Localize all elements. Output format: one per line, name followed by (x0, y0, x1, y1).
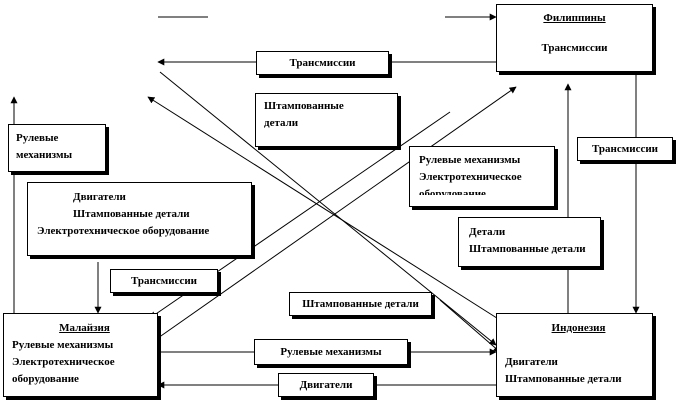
label-text: Двигатели (73, 191, 126, 203)
label-text: Штампованные детали (302, 298, 419, 310)
malaysia-title: Малайзия (59, 322, 110, 334)
label-steering-left: Рулевые механизмы (8, 124, 106, 172)
label-transmissions-right: Трансмиссии (577, 137, 673, 161)
label-parts-stamped: Детали Штампованные детали (458, 217, 601, 267)
label-text: Штампованные детали (73, 208, 190, 220)
label-text: Штампованные (264, 100, 344, 112)
label-text: Рулевые механизмы (280, 346, 382, 358)
label-text: Рулевые механизмы (419, 154, 521, 166)
label-text: Трансмиссии (591, 143, 659, 155)
label-text: Детали (469, 226, 506, 238)
malaysia-line: оборудование (12, 373, 79, 385)
label-text: оборудование (419, 188, 486, 195)
label-steering-electrical: Рулевые механизмы Электротехническое обо… (409, 146, 555, 207)
indonesia-title: Индонезия (551, 322, 606, 334)
label-steering-bottom: Рулевые механизмы (254, 339, 408, 365)
philippines-title: Филиппины (543, 12, 606, 24)
malaysia-line: Рулевые механизмы (12, 339, 114, 351)
label-text: Электротехническое (419, 171, 522, 183)
label-text: детали (264, 117, 299, 129)
label-engines-stamped-electrical: Двигатели Штампованные детали Электротех… (27, 182, 252, 256)
arrow-stamped-to-indonesia (439, 299, 501, 353)
label-text: Штампованные детали (469, 243, 586, 255)
label-stamped-bottom: Штампованные детали (289, 292, 432, 316)
malaysia-node: Малайзия Рулевые механизмы Электротехнич… (3, 313, 158, 397)
label-text: Рулевые (16, 132, 59, 144)
label-text: механизмы (16, 149, 73, 161)
diag-malaysia-to-philippines (157, 86, 517, 339)
diag-philippines-to-indonesia (159, 71, 497, 346)
malaysia-line: Электротехническое (12, 356, 115, 368)
label-engines-bottom: Двигатели (278, 373, 374, 397)
philippines-node: Филиппины Трансмиссии (496, 4, 653, 72)
indonesia-node: Индонезия Двигатели Штампованные детали (496, 313, 653, 397)
label-text: Электротехническое оборудование (37, 225, 210, 237)
label-text: Трансмиссии (130, 275, 198, 287)
indonesia-line: Штампованные детали (505, 373, 622, 385)
label-transmissions-mid: Трансмиссии (110, 269, 218, 293)
philippines-line: Трансмиссии (541, 42, 608, 54)
label-transmissions-top: Трансмиссии (256, 51, 389, 75)
label-text: Двигатели (299, 379, 353, 391)
indonesia-line: Двигатели (505, 356, 558, 368)
label-text: Трансмиссии (289, 57, 356, 69)
label-stamped-parts: Штампованные детали (255, 93, 398, 147)
diag-indonesia-to-malaysia (147, 96, 501, 321)
